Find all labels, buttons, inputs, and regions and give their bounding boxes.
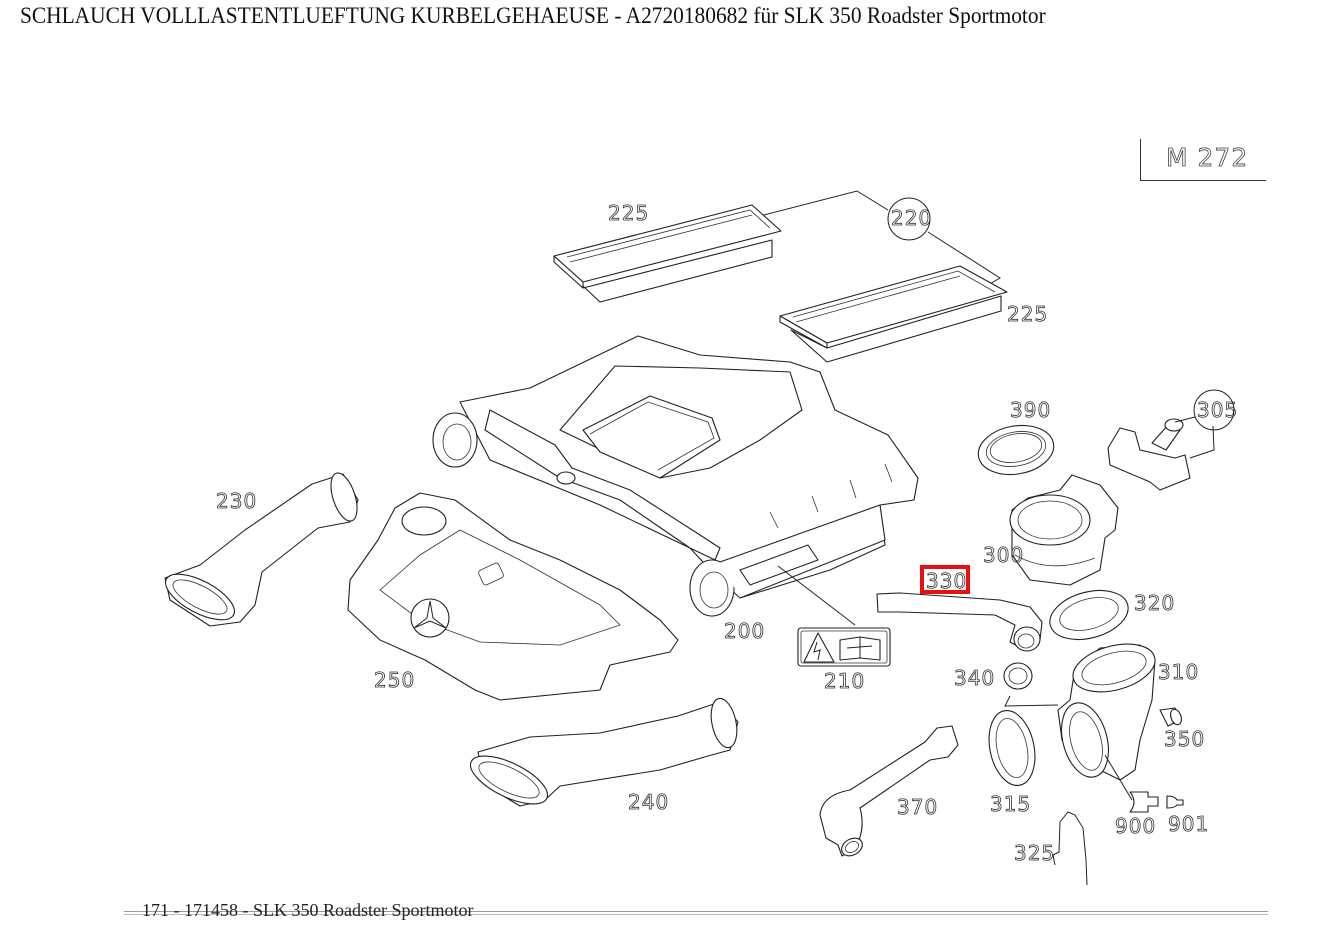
wire-325[interactable] <box>1052 811 1088 886</box>
leader-lines-220 <box>759 190 1001 286</box>
callout-230[interactable]: 230 <box>216 489 258 513</box>
callout-350[interactable]: 350 <box>1164 727 1206 751</box>
cap-901[interactable] <box>1166 795 1184 809</box>
callout-225-upper[interactable]: 225 <box>608 201 650 225</box>
callout-901[interactable]: 901 <box>1168 812 1210 836</box>
callout-circle-220 <box>887 197 931 241</box>
engine-cover-250[interactable] <box>347 492 679 701</box>
engine-code-box <box>1140 139 1266 181</box>
breather-hose-330[interactable] <box>876 592 1043 652</box>
hose-370[interactable] <box>819 725 959 859</box>
callout-390[interactable]: 390 <box>1010 398 1052 422</box>
footer-divider <box>124 911 1268 915</box>
footer-model-info: 171 - 171458 - SLK 350 Roadster Sportmot… <box>142 900 474 920</box>
callout-315[interactable]: 315 <box>990 792 1032 816</box>
warning-label-210[interactable] <box>797 627 891 667</box>
callout-310[interactable]: 310 <box>1158 660 1200 684</box>
air-filter-225-upper[interactable] <box>553 204 782 303</box>
callout-200[interactable]: 200 <box>724 619 766 643</box>
engine-code-label: M 272 <box>1166 143 1249 173</box>
air-duct-240[interactable] <box>464 696 741 814</box>
hose-clamp-340[interactable] <box>1003 662 1059 707</box>
highlighted-part-frame <box>920 565 970 594</box>
grommet <box>556 471 576 485</box>
air-filter-225-lower[interactable] <box>779 265 1008 363</box>
adapter-housing-310[interactable] <box>1054 636 1160 801</box>
callout-325[interactable]: 325 <box>1014 841 1056 865</box>
valve-305[interactable] <box>1107 389 1235 491</box>
label-area <box>739 544 819 586</box>
ring-320[interactable] <box>1044 582 1133 647</box>
throttle-body-300[interactable] <box>1009 474 1119 586</box>
callout-330-highlighted[interactable]: 330 <box>926 569 968 593</box>
callout-210[interactable]: 210 <box>824 669 866 693</box>
callout-340[interactable]: 340 <box>954 666 996 690</box>
plug-350[interactable] <box>1159 707 1183 727</box>
leader-210 <box>777 565 856 626</box>
callout-305[interactable]: 305 <box>1197 398 1239 422</box>
callout-250[interactable]: 250 <box>374 668 416 692</box>
callout-circle-305 <box>1193 389 1235 431</box>
air-duct-230[interactable] <box>159 470 362 629</box>
sensor-900[interactable] <box>1129 791 1159 813</box>
air-filter-housing-200[interactable] <box>432 335 919 626</box>
oil-filler-opening <box>401 506 447 536</box>
page-title: SCHLAUCH VOLLLASTENTLUEFTUNG KURBELGEHAE… <box>20 3 1046 28</box>
callout-240[interactable]: 240 <box>628 790 670 814</box>
mercedes-star-logo <box>410 598 450 638</box>
callout-220[interactable]: 220 <box>891 206 933 230</box>
callout-900[interactable]: 900 <box>1115 814 1157 838</box>
callout-225-lower[interactable]: 225 <box>1007 302 1049 326</box>
inlet-left <box>432 412 478 468</box>
seal-315[interactable] <box>983 706 1042 789</box>
seal-ring-390[interactable] <box>974 420 1057 480</box>
callout-320[interactable]: 320 <box>1134 591 1176 615</box>
electric-warning-icon <box>803 632 835 663</box>
callout-370[interactable]: 370 <box>897 795 939 819</box>
callout-300[interactable]: 300 <box>983 543 1025 567</box>
inlet-right <box>689 559 735 617</box>
